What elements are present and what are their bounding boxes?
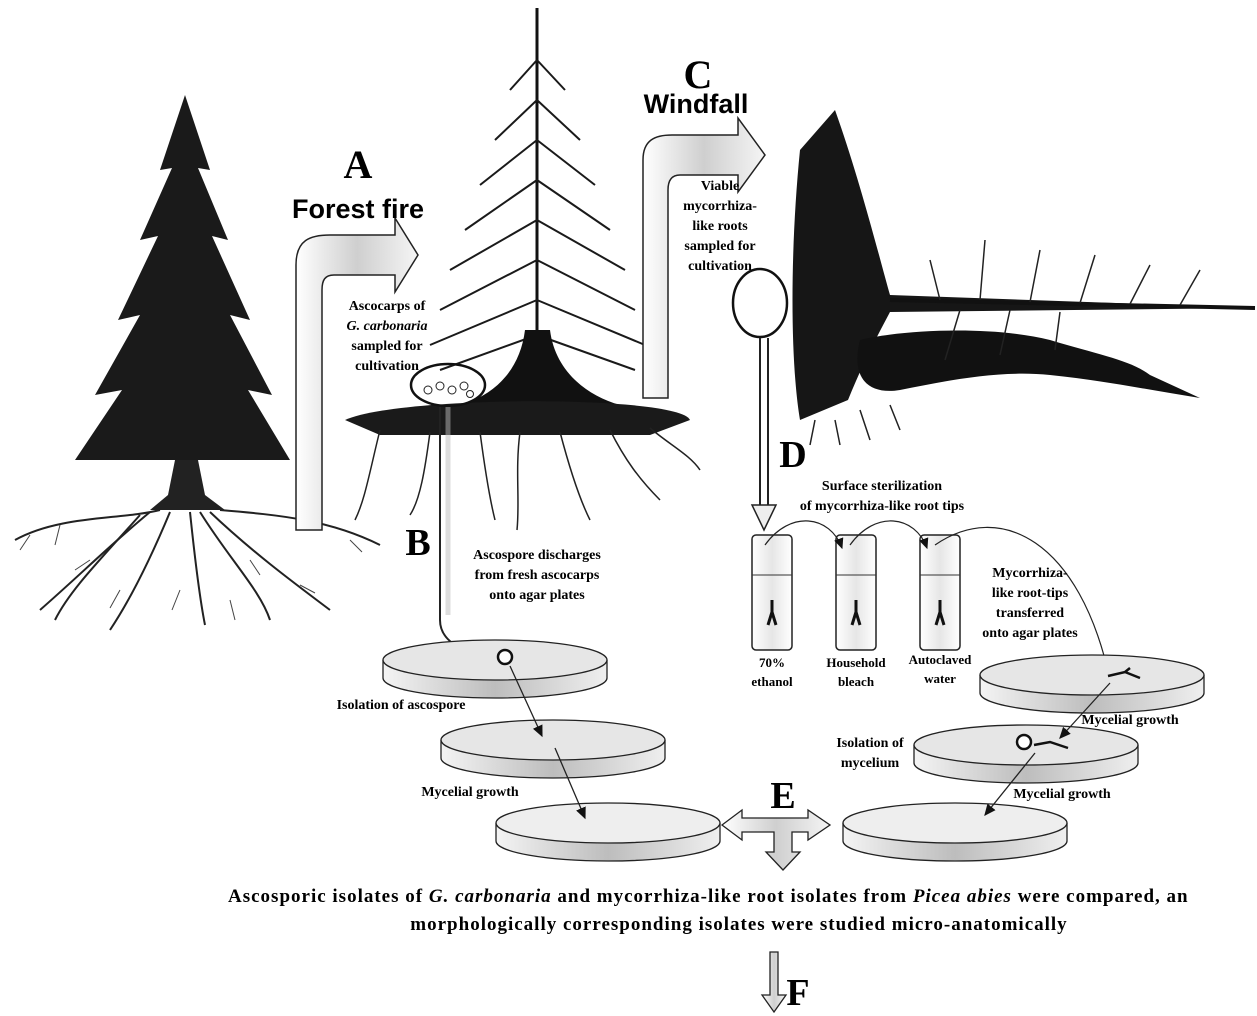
arrow-d bbox=[752, 338, 776, 530]
transferred-line-3: transferred bbox=[996, 606, 1064, 621]
transferred-line-4: onto agar plates bbox=[982, 626, 1078, 641]
transferred-line-1: Mycorrhiza- bbox=[992, 566, 1068, 581]
tube-label-water-2: water bbox=[924, 671, 956, 686]
dish-ascospore-isolation bbox=[383, 640, 607, 698]
viable-roots-label: Viable mycorrhiza- like roots sampled fo… bbox=[683, 179, 757, 274]
mycelial-growth-right-1-label: Mycelial growth bbox=[1081, 713, 1179, 728]
viable-line-5: cultivation bbox=[688, 259, 752, 274]
step-d-letter: D bbox=[779, 434, 806, 476]
arrow-e bbox=[722, 810, 830, 870]
tube-label-bleach-2: bleach bbox=[838, 674, 875, 689]
dish-root-tips bbox=[980, 655, 1204, 713]
ascocarps-line-4: cultivation bbox=[355, 359, 419, 374]
arrow-c bbox=[643, 118, 765, 398]
transferred-label: Mycorrhiza- like root-tips transferred o… bbox=[982, 566, 1078, 641]
tube-ethanol bbox=[752, 535, 792, 650]
ascocarps-line-3: sampled for bbox=[351, 339, 422, 354]
step-f-letter: F bbox=[786, 972, 809, 1014]
ascocarps-label: Ascocarps of G. carbonaria sampled for c… bbox=[347, 299, 428, 374]
ascocarps-line-1: Ascocarps of bbox=[349, 299, 426, 314]
arrow-a bbox=[296, 218, 418, 530]
step-a-letter: A bbox=[344, 142, 373, 187]
viable-line-1: Viable bbox=[701, 179, 739, 194]
isolation-mycelium-line-1: Isolation of bbox=[836, 736, 904, 751]
viable-line-2: mycorrhiza- bbox=[683, 199, 757, 214]
transferred-line-2: like root-tips bbox=[992, 586, 1069, 601]
tube-label-water-1: Autoclaved bbox=[909, 652, 973, 667]
viable-line-4: sampled for bbox=[684, 239, 755, 254]
ascospore-discharges-label: Ascospore discharges from fresh ascocarp… bbox=[473, 548, 601, 603]
conclusion-line-2: morphologically corresponding isolates w… bbox=[410, 914, 1067, 935]
spruce-tree-left bbox=[15, 95, 380, 630]
dish-mycelial-growth-left-2 bbox=[496, 803, 720, 861]
forest-fire-label: Forest fire bbox=[292, 194, 424, 224]
ascocarps-line-2: G. carbonaria bbox=[347, 319, 428, 334]
conclusion-line-1: Ascosporic isolates of G. carbonaria and… bbox=[228, 886, 1189, 907]
surface-sterilization-label: Surface sterilization of mycorrhiza-like… bbox=[800, 479, 965, 514]
viable-line-3: like roots bbox=[692, 219, 748, 234]
isolation-mycelium-label: Isolation of mycelium bbox=[836, 736, 904, 771]
mycelial-growth-right-2-label: Mycelial growth bbox=[1013, 787, 1111, 802]
step-b-letter: B bbox=[405, 522, 430, 564]
discharges-line-1: Ascospore discharges bbox=[473, 548, 601, 563]
dish-mycelial-growth-left-1 bbox=[441, 720, 665, 778]
mycelial-growth-left-label: Mycelial growth bbox=[421, 785, 519, 800]
tube-bleach bbox=[836, 535, 876, 650]
step-e-letter: E bbox=[770, 775, 795, 817]
windfall-label: Windfall bbox=[644, 89, 749, 119]
discharges-line-3: onto agar plates bbox=[489, 588, 585, 603]
isolation-mycelium-line-2: mycelium bbox=[841, 756, 900, 771]
sterilization-line-1: Surface sterilization bbox=[822, 479, 942, 494]
sterilization-line-2: of mycorrhiza-like root tips bbox=[800, 499, 965, 514]
isolation-ascospore-label: Isolation of ascospore bbox=[337, 698, 466, 713]
dish-mycelium-isolation bbox=[914, 725, 1138, 783]
tube-label-bleach-1: Household bbox=[826, 655, 886, 670]
discharges-line-2: from fresh ascocarps bbox=[475, 568, 600, 583]
arrow-f bbox=[762, 952, 786, 1012]
tube-water bbox=[920, 535, 960, 650]
tube-labels: 70% ethanol Household bleach Autoclaved … bbox=[751, 652, 972, 689]
tube-label-ethanol-1: 70% bbox=[759, 655, 785, 670]
tube-label-ethanol-2: ethanol bbox=[751, 674, 793, 689]
dish-mycelial-growth-right-2 bbox=[843, 803, 1067, 861]
fallen-tree-right bbox=[733, 110, 1255, 445]
